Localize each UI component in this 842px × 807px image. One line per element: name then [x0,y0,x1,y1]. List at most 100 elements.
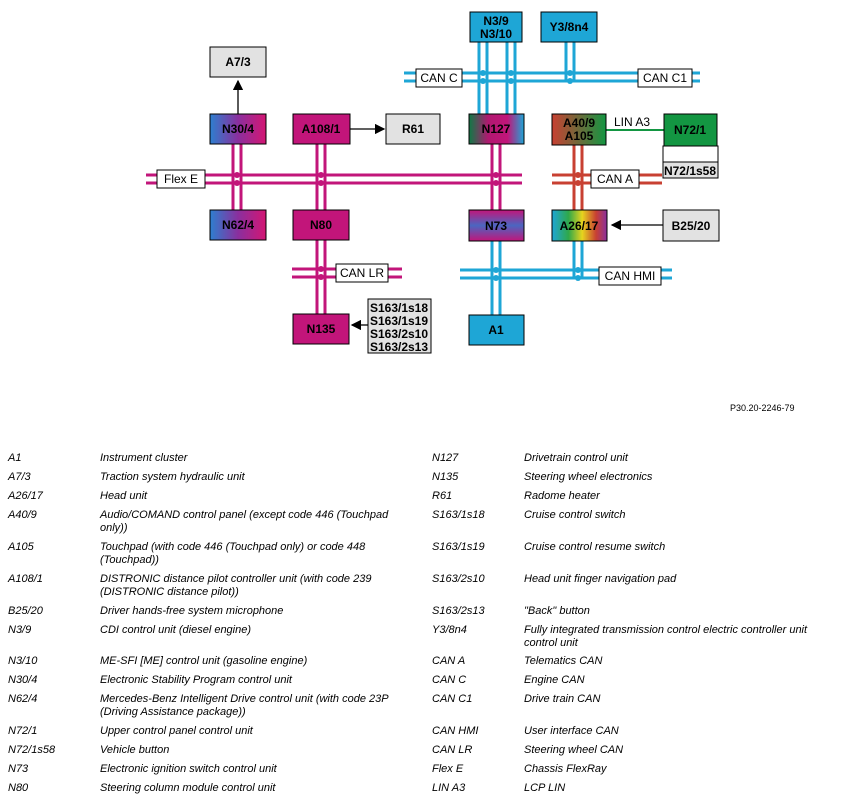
legend-code: CAN C1 [432,693,473,705]
node-b25-20[interactable]: B25/20 [662,209,720,242]
node-label-n3-10: N3/10 [480,27,512,41]
node-r61[interactable]: R61 [385,113,441,145]
legend-code: N30/4 [8,674,38,686]
legend-row: R61 Radome heater [432,490,824,503]
bus-label-can-hmi: CAN HMI [598,266,662,286]
legend-code: CAN LR [432,744,473,756]
legend-row: Flex E Chassis FlexRay [432,763,824,776]
node-n127[interactable]: N127 [468,113,525,145]
node-label-n73: N73 [485,219,507,233]
legend-row: N62/4 Mercedes-Benz Intelligent Drive con… [8,693,400,719]
node-s163-switches[interactable]: S163/1s18 S163/1s19 S163/2s10 S163/2s13 [367,298,432,354]
bus-label-flex-e: Flex E [156,169,206,189]
bus-label-can-a: CAN A [590,169,640,189]
legend-description: Mercedes-Benz Intelligent Drive control … [100,693,389,718]
legend-description: Steering wheel electronics [524,471,653,483]
node-y3-8n4[interactable]: Y3/8n4 [540,11,598,43]
legend-code: N73 [8,763,29,775]
network-diagram: N3/9 N3/10 Y3/8n4 A7/3 N30/4 A108/1 R61 … [146,11,720,354]
node-label-n3-9: N3/9 [483,14,509,28]
legend-code: N135 [432,471,459,483]
node-a7-3[interactable]: A7/3 [209,46,267,78]
bus-flex-e [146,173,522,185]
figure-reference: P30.20-2246-79 [730,403,795,413]
legend-description: Steering column module control unit [100,782,276,794]
legend-code: A7/3 [8,471,31,483]
node-a108-1[interactable]: A108/1 [292,113,351,145]
legend-code: N127 [432,452,459,464]
legend-description: Traction system hydraulic unit [100,471,245,483]
legend-code: Flex E [432,763,464,775]
legend-description: Cruise control switch [524,509,626,521]
legend-description: Electronic ignition switch control unit [100,763,277,775]
node-n3-9-n3-10[interactable]: N3/9 N3/10 [469,11,523,43]
legend-description: Head unit [100,490,148,502]
stubs-can-a [572,145,584,210]
legend-description: Drive train CAN [524,693,601,705]
node-n62-4[interactable]: N62/4 [209,209,267,241]
legend-description: Chassis FlexRay [524,763,607,775]
legend-description: ME-SFI [ME] control unit (gasoline engin… [100,655,308,667]
legend-description: LCP LIN [524,782,566,794]
legend-description: Upper control panel control unit [100,725,253,737]
legend-code: A105 [8,541,34,553]
node-label-y3-8n4: Y3/8n4 [550,20,589,34]
node-label-n72-1: N72/1 [674,123,706,137]
stubs-can-c [477,42,576,114]
node-label-n62-4: N62/4 [222,218,254,232]
bus-label-can-c: CAN C [415,68,463,88]
node-n30-4[interactable]: N30/4 [209,113,267,145]
legend-description: CDI control unit (diesel engine) [100,624,252,636]
svg-text:CAN C1: CAN C1 [643,71,687,85]
legend-code: Y3/8n4 [432,624,467,636]
node-a40-9-a105[interactable]: A40/9 A105 [551,113,607,146]
node-label-n127: N127 [482,122,511,136]
node-n80[interactable]: N80 [292,209,350,241]
legend-code: N80 [8,782,29,794]
node-a26-17[interactable]: A26/17 [551,209,608,242]
legend-code: N62/4 [8,693,38,705]
legend-code: CAN C [432,674,467,686]
bus-label-lin-a3: LIN A3 [614,115,650,129]
legend-description: Audio/COMAND control panel (except code … [100,509,389,534]
node-a1[interactable]: A1 [468,314,525,346]
legend-description: Instrument cluster [100,452,188,464]
node-label-s163-1s19: S163/1s19 [370,314,428,328]
svg-text:CAN LR: CAN LR [340,266,384,280]
node-label-a1: A1 [488,323,504,337]
junction-dots [234,70,581,281]
node-label-a40-9: A40/9 [563,116,595,130]
legend-description: Touchpad (with code 446 (Touchpad only) … [100,541,366,566]
legend-description: DISTRONIC distance pilot controller unit… [100,573,372,598]
node-n135[interactable]: N135 [292,313,350,345]
legend-description: "Back" button [524,605,590,617]
legend-row: S163/2s13"Back" button [432,605,824,618]
node-n72-1[interactable]: N72/1 [663,113,718,147]
legend-description: Vehicle button [100,744,170,756]
legend-row: A108/1 DISTRONIC distance pilot controlle… [8,573,400,599]
legend-description: Fully integrated transmission control el… [524,624,808,649]
bus-label-can-lr: CAN LR [335,263,389,283]
legend-description: Radome heater [524,490,600,502]
node-label-b25-20: B25/20 [672,219,711,233]
node-n72-1s58[interactable]: N72/1s58 [662,145,719,179]
legend-code: R61 [432,490,453,502]
legend-row: N73 Electronic ignition switch control un… [8,763,400,776]
node-label-n135: N135 [307,322,336,336]
legend-code: A108/1 [8,573,43,585]
svg-text:Flex E: Flex E [164,172,198,186]
node-n73[interactable]: N73 [468,209,525,242]
legend-row: N80 Steering column module control unit [8,782,400,795]
